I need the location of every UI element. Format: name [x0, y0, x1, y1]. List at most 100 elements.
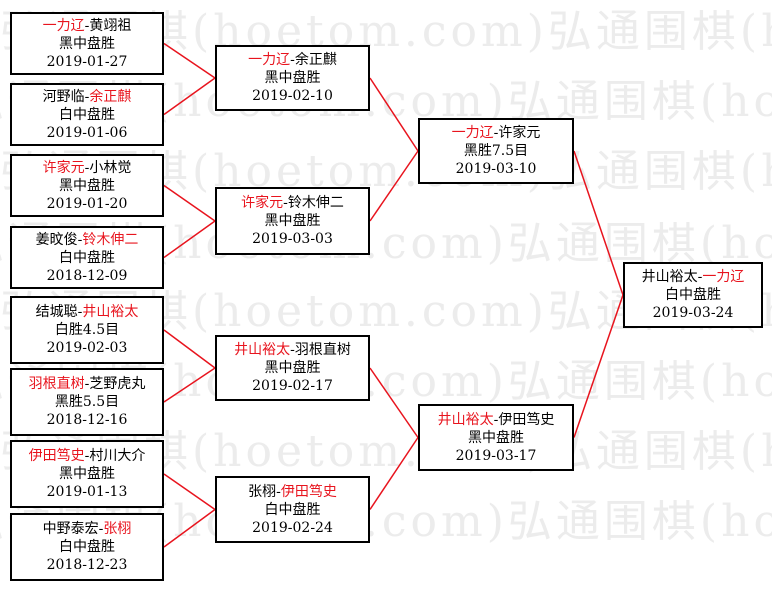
player-name: 羽根直树 — [294, 342, 351, 358]
connector-line — [163, 220, 216, 259]
separator-dash: - — [290, 52, 295, 68]
winner-name: 一力辽 — [702, 269, 745, 285]
match-players: 井山裕太-伊田笃史 — [420, 411, 572, 429]
match-date: 2019-02-03 — [46, 340, 128, 356]
match-date: 2019-03-03 — [252, 231, 333, 247]
match-date: 2019-03-10 — [455, 161, 537, 177]
separator-dash: - — [84, 376, 90, 392]
connector-line — [163, 508, 216, 548]
match-box: 结城聪-井山裕太白胜4.5目 2019-02-03 — [10, 296, 164, 364]
match-players: 一力辽-黄翊祖 — [12, 17, 162, 35]
match-players: 中野泰宏-张栩 — [12, 520, 162, 538]
player-name: 芝野虎丸 — [89, 376, 146, 392]
connector-line — [369, 437, 419, 510]
player-name: 余正麒 — [294, 52, 337, 68]
match-date: 2018-12-23 — [46, 557, 128, 573]
match-players: 结城聪-井山裕太 — [12, 303, 162, 321]
player-name: 村川大介 — [89, 448, 146, 464]
match-date: 2019-02-24 — [252, 519, 333, 536]
match-result: 黑胜7.5目 — [463, 143, 529, 159]
match-players: 姜旼俊-铃木伸二 — [12, 231, 162, 249]
connector-line — [163, 367, 216, 403]
connector-line — [163, 329, 216, 369]
match-result: 黑中盘胜 — [264, 70, 321, 86]
separator-dash: - — [290, 342, 295, 358]
match-box: 一力辽-余正麒黑中盘胜 2019-02-10 — [215, 45, 370, 111]
connector-line — [369, 367, 419, 438]
match-date: 2019-01-20 — [46, 195, 128, 212]
match-result: 黑中盘胜 — [59, 466, 115, 482]
connector-line — [163, 77, 216, 116]
match-players: 一力辽-余正麒 — [217, 51, 368, 69]
match-result: 黑胜5.5目 — [54, 394, 120, 410]
player-name: 伊田笃史 — [498, 411, 555, 428]
separator-dash: - — [493, 125, 499, 141]
winner-name: 羽根直树 — [28, 376, 85, 392]
winner-name: 井山裕太 — [234, 342, 291, 358]
match-players: 许家元-小林觉 — [12, 159, 162, 177]
separator-dash: - — [77, 231, 83, 248]
connector-line — [573, 294, 624, 438]
match-date: 2019-01-13 — [46, 484, 128, 500]
winner-name: 一力辽 — [42, 17, 85, 34]
connector-line — [369, 77, 419, 152]
match-date: 2019-03-17 — [455, 447, 537, 464]
separator-dash: - — [697, 269, 703, 285]
player-name: 小林觉 — [89, 159, 132, 176]
match-players: 许家元-铃木伸二 — [217, 194, 368, 212]
match-players: 张栩-伊田笃史 — [217, 483, 368, 501]
match-box: 中野泰宏-张栩白中盘胜 2018-12-23 — [10, 513, 164, 581]
separator-dash: - — [84, 159, 90, 176]
match-result: 黑中盘胜 — [468, 429, 524, 446]
player-name: 铃木伸二 — [287, 195, 344, 211]
connector-line — [163, 42, 216, 79]
connector-line — [369, 150, 419, 222]
player-name: 许家元 — [498, 125, 541, 141]
winner-name: 余正麒 — [89, 88, 132, 105]
separator-dash: - — [84, 17, 90, 34]
player-name: 结城聪 — [35, 304, 78, 320]
player-name: 河野临 — [42, 88, 85, 105]
match-date: 2018-12-09 — [46, 267, 128, 284]
match-result: 黑中盘胜 — [59, 177, 115, 194]
connector-line — [573, 150, 624, 296]
separator-dash: - — [84, 448, 90, 464]
match-players: 伊田笃史-村川大介 — [12, 447, 162, 465]
match-box: 一力辽-许家元黑胜7.5目 2019-03-10 — [418, 118, 574, 184]
connector-line — [163, 184, 216, 222]
separator-dash: - — [276, 483, 281, 500]
match-players: 羽根直树-芝野虎丸 — [12, 375, 162, 393]
match-result: 白中盘胜 — [59, 539, 115, 555]
player-name: 黄翊祖 — [89, 17, 132, 34]
match-result: 白中盘胜 — [59, 249, 115, 266]
match-result: 黑中盘胜 — [59, 35, 115, 52]
separator-dash: - — [98, 521, 104, 537]
player-name: 中野泰宏 — [42, 521, 99, 537]
match-date: 2019-02-10 — [252, 88, 333, 104]
player-name: 张栩 — [248, 483, 277, 500]
match-box: 许家元-铃木伸二黑中盘胜 2019-03-03 — [215, 187, 370, 255]
match-date: 2019-01-06 — [46, 124, 128, 141]
match-result: 白中盘胜 — [665, 287, 721, 303]
player-name: 井山裕太 — [641, 269, 698, 285]
winner-name: 井山裕太 — [82, 304, 139, 320]
match-players: 河野临-余正麒 — [12, 88, 162, 106]
match-result: 白中盘胜 — [59, 106, 115, 123]
match-result: 黑中盘胜 — [264, 213, 321, 229]
winner-name: 井山裕太 — [437, 411, 494, 428]
match-date: 2019-02-17 — [252, 378, 333, 394]
match-date: 2019-03-24 — [652, 305, 734, 321]
match-players: 井山裕太-一力辽 — [625, 268, 761, 286]
match-result: 白胜4.5目 — [54, 322, 120, 338]
match-date: 2019-01-27 — [46, 53, 128, 70]
winner-name: 伊田笃史 — [280, 483, 337, 500]
winner-name: 伊田笃史 — [28, 448, 85, 464]
match-players: 一力辽-许家元 — [420, 124, 572, 142]
